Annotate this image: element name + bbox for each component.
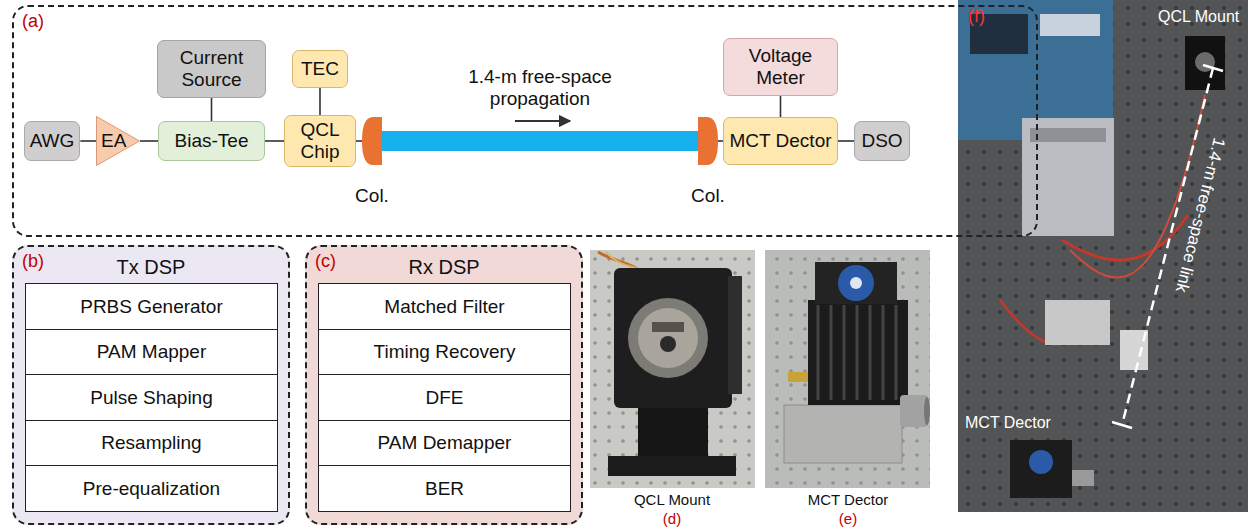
signal-wire [319,88,321,115]
node-label: Resampling [101,432,201,454]
setup-photo [958,0,1248,512]
distance-label: 1.4-m free-space link [1171,136,1228,295]
panel-tag: (c) [315,251,336,272]
node-label: Col. [355,185,389,207]
node-label: Matched Filter [384,296,504,318]
dsp-step-box: PAM Mapper [25,329,278,376]
dsp-step-box: BER [318,465,571,512]
current-source-box: Current Source [157,40,266,98]
node-label: AWG [30,130,75,152]
dsp-step-box: Resampling [25,420,278,467]
dsp-step-box: DFE [318,374,571,421]
photo-caption: QCL Mount [634,491,710,508]
node-label: Pulse Shaping [90,387,213,409]
signal-wire [80,140,96,142]
collimator-outline [362,117,382,165]
mct-detector-photo [765,250,930,488]
dsp-step-box: PRBS Generator [25,283,278,330]
qcl-chip-box: QCL Chip [284,115,356,167]
bias-tee-box: Bias-Tee [158,121,265,161]
node-label: PAM Demapper [378,432,512,454]
node-label: Col. [691,185,725,207]
collimator: Col. [698,117,718,165]
free-space-beam [382,131,698,151]
panel-tag: (f) [968,6,985,27]
node-label: Bias-Tee [175,130,249,152]
panel-tag: (e) [839,510,857,527]
detector-box: MCT Dector [723,117,837,165]
awg-box: AWG [24,121,81,161]
amplifier-triangle: EA [96,116,140,166]
qcl-mount-photo [590,250,755,488]
oscilloscope-box: DSO [854,121,910,161]
node-label: Timing Recovery [374,341,516,363]
node-label: QCL Chip [289,119,351,163]
signal-wire [140,140,158,142]
rx-dsp-panel: (c)Rx DSP Matched FilterTiming RecoveryDF… [305,245,583,525]
signal-wire [838,140,854,142]
dsp-step-box: PAM Demapper [318,420,571,467]
panel-heading: Tx DSP [14,256,288,279]
node-label: MCT Dector [729,130,831,152]
node-label: DFE [426,387,464,409]
collimator-outline [698,117,718,165]
panel-tag: (a) [22,11,44,32]
dsp-step-box: Pre-equalization [25,465,278,512]
signal-wire [780,96,782,117]
panel-tag: (d) [663,510,681,527]
signal-wire [265,140,284,142]
photo-label: QCL Mount [1158,8,1239,26]
voltage-meter-box: Voltage Meter [723,38,838,96]
dsp-step-box: Timing Recovery [318,329,571,376]
propagation-label: 1.4-m free-space propagation [455,66,625,110]
node-label: Voltage Meter [728,45,833,89]
panel-tag: (b) [22,251,44,272]
node-label: DSO [861,130,902,152]
tx-dsp-panel: (b)Tx DSP PRBS GeneratorPAM MapperPulse S… [12,245,290,525]
tec-box: TEC [292,50,348,88]
signal-wire [356,140,362,142]
node-label: TEC [301,58,339,80]
photo-label: MCT Dector [965,414,1051,432]
node-label: Current Source [162,47,261,91]
signal-wire [211,98,213,121]
setup-panel: (a) AWG EA Current SourceBias-Tee TEC QCL Chi… [12,5,1038,237]
node-label: PRBS Generator [80,296,223,318]
node-label: PAM Mapper [97,341,206,363]
collimator: Col. [362,117,382,165]
node-label: EA [101,130,126,152]
dsp-step-box: Pulse Shaping [25,374,278,421]
panel-heading: Rx DSP [307,256,581,279]
direction-arrow [515,120,570,122]
dsp-step-box: Matched Filter [318,283,571,330]
node-label: Pre-equalization [83,478,220,500]
node-label: BER [425,478,464,500]
photo-caption: MCT Dector [808,491,889,508]
